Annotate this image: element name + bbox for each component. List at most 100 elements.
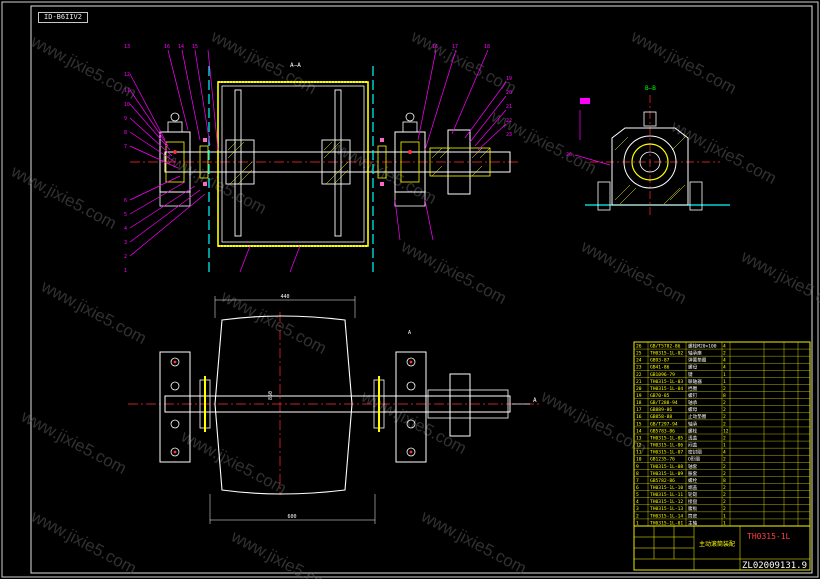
watermark-text: www.jixie5.com [227, 526, 339, 579]
table-cell: 24 [636, 358, 642, 364]
hub-left [225, 139, 255, 185]
plan-coupling-hub [427, 389, 509, 419]
table-cell: 2 [723, 407, 726, 413]
callout-number: 26 [566, 152, 572, 158]
arrow-tag-top: A [408, 330, 411, 336]
table-cell: 螺栓 [688, 477, 698, 484]
table-cell: 15 [636, 421, 642, 427]
callout-number: 1 [124, 268, 127, 274]
side-leader-26 [574, 154, 611, 166]
table-cell: 6 [636, 485, 639, 491]
main-section-view [130, 66, 520, 272]
base-right [394, 191, 426, 207]
table-cell: TH0315-1L-10 [650, 485, 683, 491]
sheet-tag-label: ID-B6IIV2 [38, 12, 88, 23]
table-cell: 8 [636, 471, 639, 477]
table-cell: 18 [636, 400, 642, 406]
dim-top-value: 440 [280, 294, 289, 300]
watermark-text: www.jixie5.com [37, 276, 149, 348]
table-cell: 11 [636, 450, 642, 456]
callout-number: 18 [484, 44, 490, 50]
plan-bolt-holes [170, 357, 416, 457]
side-shaft [639, 151, 661, 173]
hub-right [321, 139, 351, 185]
table-cell: 胀套 [688, 470, 698, 477]
callout-number: 13 [124, 44, 130, 50]
side-bolt-right [689, 181, 703, 211]
table-cell: 1 [723, 379, 726, 385]
title-block-name: 主动滚筒装配 [699, 540, 735, 548]
callout-number: 16 [164, 44, 170, 50]
table-cell: 3 [636, 506, 639, 512]
grease-nipple-right [405, 112, 415, 122]
table-cell: 螺母 [688, 364, 698, 371]
dim-height-value: 850 [268, 391, 274, 400]
table-cell: 2 [723, 351, 726, 357]
table-cell: 14 [636, 428, 642, 434]
table-cell: TH0315-1L-12 [650, 499, 683, 505]
table-cell: 2 [723, 492, 726, 498]
watermark-text: www.jixie5.com [27, 506, 139, 578]
table-cell: GB1096-79 [650, 372, 675, 378]
bearing-left [165, 141, 185, 183]
table-cell: 螺钉 [688, 392, 698, 399]
table-cell: 2 [723, 421, 726, 427]
callout-number: 5 [124, 212, 127, 218]
callout-number: 11 [124, 88, 130, 94]
table-cell: 4 [723, 365, 726, 371]
table-cell: GB41-86 [650, 365, 670, 371]
table-cell: 轴承 [688, 399, 698, 406]
plan-view: 440 600 850 A A [128, 294, 540, 524]
side-bolt-left [597, 181, 611, 211]
grease-cup-right [402, 121, 418, 133]
callout-number: 12 [124, 72, 130, 78]
table-cell: 1 [723, 513, 726, 519]
table-cell: 2 [723, 435, 726, 441]
side-view: B—B [574, 85, 730, 215]
table-cell: TH0315-1L-13 [650, 506, 683, 512]
table-cell: 10 [636, 457, 642, 463]
table-cell: 2 [723, 414, 726, 420]
table-cell: 2 [723, 400, 726, 406]
callout-number: 4 [124, 226, 127, 232]
table-cell: GB70-85 [650, 393, 670, 399]
watermark-layer: www.jixie5.com www.jixie5.com www.jixie5.c… [7, 26, 820, 579]
callout-number: 21 [506, 104, 512, 110]
table-cell: 1 [636, 520, 639, 526]
table-cell: 螺栓M20×100 [688, 342, 717, 349]
table-cell: 弹簧垫圈 [688, 357, 707, 364]
table-cell: 7 [636, 478, 639, 484]
drawing-number: TH0315-1L [747, 532, 791, 541]
callout-number: 15 [192, 44, 198, 50]
watermark-text: www.jixie5.com [667, 116, 779, 188]
callout-number: 2 [124, 254, 127, 260]
table-cell: 螺栓 [688, 427, 698, 434]
side-grease-cup [643, 111, 657, 127]
table-cell: 2 [723, 464, 726, 470]
callout-number: 14 [178, 44, 184, 50]
table-cell: 轮毂 [688, 491, 698, 498]
table-cell: GB93-87 [650, 358, 670, 364]
table-cell: GB5783-86 [650, 428, 675, 434]
plan-seal-right [378, 376, 380, 432]
table-cell: TH0315-1L-02 [650, 351, 683, 357]
watermark-text: www.jixie5.com [207, 26, 319, 98]
table-cell: 闷盖 [688, 442, 698, 449]
coupling-hub [429, 147, 491, 177]
coupling-body [447, 129, 471, 195]
watermark-text: www.jixie5.com [737, 246, 820, 318]
table-cell: 联轴器 [688, 378, 702, 385]
side-bore-outer [623, 135, 677, 189]
plan-seal-left [204, 376, 206, 432]
table-cell: 12 [636, 443, 642, 449]
table-cell: 9 [636, 464, 639, 470]
callout-leaders [129, 49, 507, 273]
callout-number: 20 [506, 90, 512, 96]
callout-number: 22 [506, 118, 512, 124]
coupling-hatching [431, 147, 491, 177]
hub-hatching [227, 141, 349, 185]
table-cell: TH0315-1L-06 [650, 443, 683, 449]
